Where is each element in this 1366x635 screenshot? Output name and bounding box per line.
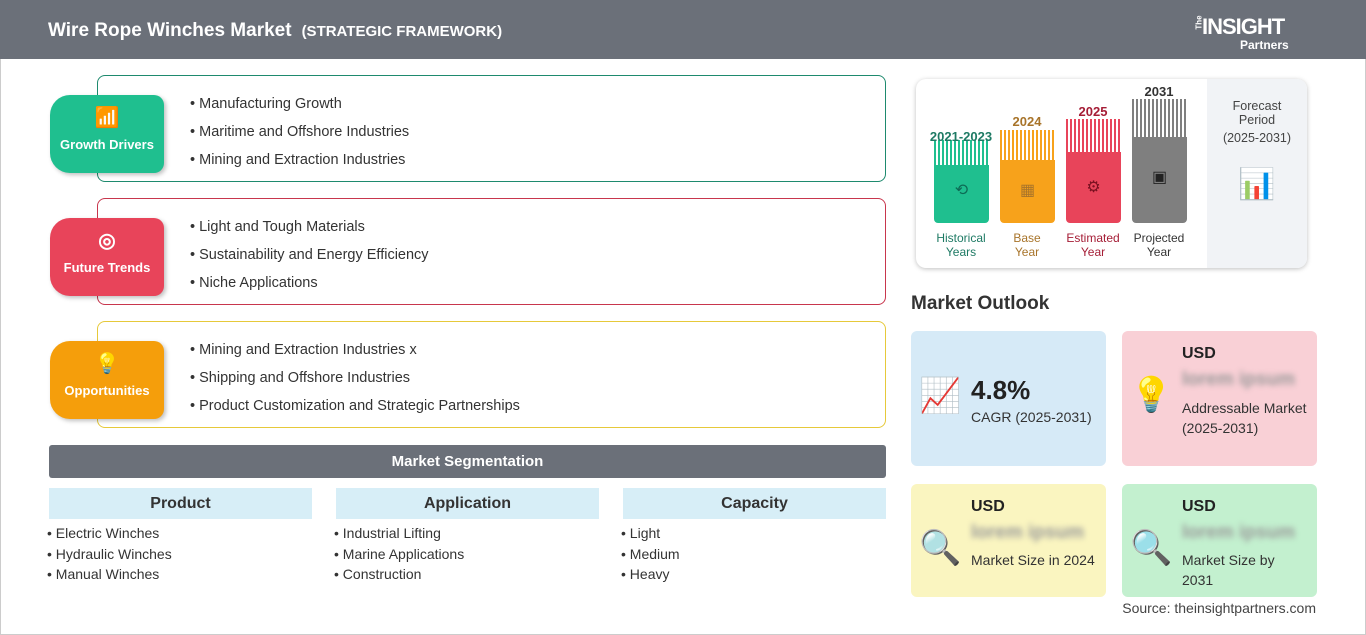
list-item: Manufacturing Growth bbox=[190, 96, 409, 124]
year-label: 2025 bbox=[1078, 104, 1108, 119]
year-label: 2031 bbox=[1144, 84, 1174, 99]
source-text: Source: theinsightpartners.com bbox=[1122, 600, 1316, 616]
calendar-icon: ▦ bbox=[1019, 182, 1036, 199]
growth-drivers-badge: 📶Growth Drivers bbox=[50, 95, 164, 173]
list-item: Manual Winches bbox=[47, 566, 172, 587]
opportunities-list: Mining and Extraction Industries x Shipp… bbox=[190, 342, 520, 426]
segmentation-title: Market Segmentation bbox=[49, 445, 886, 478]
list-item: Electric Winches bbox=[47, 525, 172, 546]
base-bar: ▦ bbox=[1000, 130, 1055, 223]
segment-header-application: Application bbox=[336, 488, 599, 519]
segment-header-capacity: Capacity bbox=[623, 488, 886, 519]
list-item: Mining and Extraction Industries bbox=[190, 152, 409, 180]
growth-chart-icon: 📶 bbox=[94, 107, 120, 129]
list-item: Niche Applications bbox=[190, 275, 429, 303]
estimated-bar: ⚙ bbox=[1066, 119, 1121, 223]
lightbulb-hand-icon: 💡 bbox=[94, 353, 120, 375]
magnifier-chart-icon: 🔍 bbox=[1130, 529, 1173, 567]
header-bar: Wire Rope Winches Market(STRATEGIC FRAME… bbox=[0, 0, 1366, 59]
list-item: Light and Tough Materials bbox=[190, 219, 429, 247]
target-icon: ◎ bbox=[98, 230, 116, 252]
history-icon: ⟲ bbox=[954, 182, 969, 199]
market-size-2031-card: 🔍 USD lorem ipsum Market Size by 2031 bbox=[1122, 484, 1317, 597]
segment-list-capacity: Light Medium Heavy bbox=[621, 525, 680, 587]
market-size-2024-card: 🔍 USD lorem ipsum Market Size in 2024 bbox=[911, 484, 1106, 597]
future-trends-badge: ◎Future Trends bbox=[50, 218, 164, 296]
lightbulb-dollar-icon: 💡 bbox=[1130, 376, 1173, 414]
page-title: Wire Rope Winches Market(STRATEGIC FRAME… bbox=[48, 20, 503, 41]
analytics-illustration-icon: 📊 bbox=[1238, 168, 1276, 201]
projected-bar: ▣ bbox=[1132, 99, 1187, 223]
list-item: Heavy bbox=[621, 566, 680, 587]
year-label: 2024 bbox=[1012, 114, 1042, 129]
list-item: Marine Applications bbox=[334, 546, 464, 567]
cagr-card: 📈 4.8% CAGR (2025-2031) bbox=[911, 331, 1106, 466]
segment-list-product: Electric Winches Hydraulic Winches Manua… bbox=[47, 525, 172, 587]
list-item: Mining and Extraction Industries x bbox=[190, 342, 520, 370]
market-outlook-title: Market Outlook bbox=[911, 293, 1050, 314]
page-subtitle: (STRATEGIC FRAMEWORK) bbox=[301, 23, 503, 40]
list-item: Shipping and Offshore Industries bbox=[190, 370, 520, 398]
year-label: 2021-2023 bbox=[929, 129, 993, 144]
analytics-icon: ⚙ bbox=[1086, 179, 1101, 196]
growth-chart-icon: 📈 bbox=[919, 377, 962, 415]
presentation-icon: ▣ bbox=[1151, 169, 1168, 186]
list-item: Medium bbox=[621, 546, 680, 567]
list-item: Hydraulic Winches bbox=[47, 546, 172, 567]
segment-list-application: Industrial Lifting Marine Applications C… bbox=[334, 525, 464, 587]
list-item: Industrial Lifting bbox=[334, 525, 464, 546]
historical-bar: ⟲ bbox=[934, 140, 989, 223]
future-trends-list: Light and Tough Materials Sustainability… bbox=[190, 219, 429, 303]
opportunities-badge: 💡Opportunities bbox=[50, 341, 164, 419]
list-item: Product Customization and Strategic Part… bbox=[190, 398, 520, 426]
list-item: Light bbox=[621, 525, 680, 546]
growth-drivers-list: Manufacturing Growth Maritime and Offsho… bbox=[190, 96, 409, 180]
forecast-period: Forecast Period (2025-2031) 📊 bbox=[1207, 79, 1307, 268]
magnifier-chart-icon: 🔍 bbox=[919, 529, 962, 567]
segment-header-product: Product bbox=[49, 488, 312, 519]
list-item: Maritime and Offshore Industries bbox=[190, 124, 409, 152]
list-item: Sustainability and Energy Efficiency bbox=[190, 247, 428, 275]
list-item: Construction bbox=[334, 566, 464, 587]
addressable-market-card: 💡 USD lorem ipsum Addressable Market (20… bbox=[1122, 331, 1317, 466]
